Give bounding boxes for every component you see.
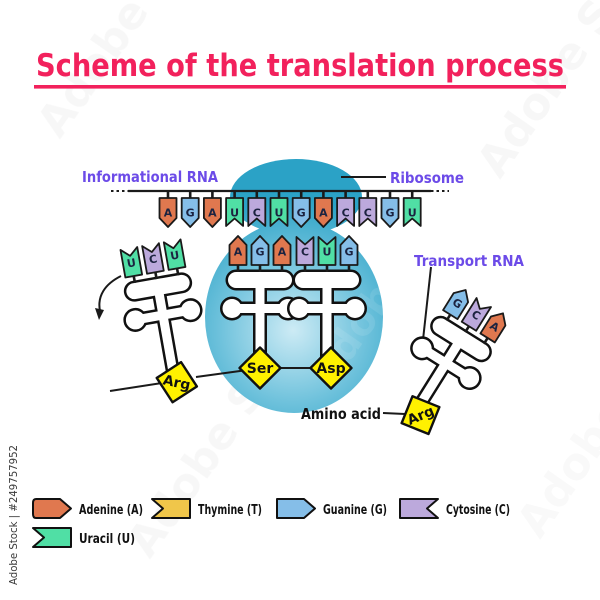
nucleotide-G-pennant: G	[339, 235, 359, 272]
nucleotide-letter: U	[126, 256, 137, 270]
nucleotide-C-pennant: C	[247, 191, 267, 227]
transport-rna-pointer-line	[421, 266, 432, 350]
nucleotide-U-pennant: U	[225, 191, 245, 227]
nucleotide-letter: G	[385, 207, 394, 220]
title-underline	[34, 85, 566, 89]
nucleotide-C-pennant: C	[295, 236, 315, 272]
legend-swatch-U	[32, 527, 72, 548]
peptide-line-exit	[109, 382, 163, 392]
nucleotide-U-pennant: U	[402, 191, 422, 227]
amino-acid-diamond: Ser	[238, 346, 282, 390]
amino-acid-diamond: Asp	[309, 346, 353, 390]
nucleotide-letter: C	[342, 207, 350, 220]
nucleotide-letter: G	[186, 207, 195, 220]
nucleotide-letter: G	[344, 246, 353, 259]
legend-swatch-G	[276, 498, 316, 519]
amino-acid-label: Asp	[316, 361, 345, 377]
nucleotide-letter: C	[364, 207, 372, 220]
nucleotide-A-pennant: A	[313, 191, 333, 228]
legend-label: Thymine (T)	[198, 503, 262, 518]
nucleotide-U-pennant: U	[119, 246, 144, 284]
watermark-text: Adobe Stock	[507, 261, 600, 546]
legend-label: Uracil (U)	[79, 532, 135, 547]
amino-acid-label: Arg	[161, 372, 191, 393]
label-transport-rna: Transport RNA	[414, 252, 524, 270]
nucleotide-A-pennant: A	[272, 235, 292, 272]
nucleotide-U-pennant: U	[317, 236, 337, 272]
trna-body	[287, 269, 367, 373]
nucleotide-letter: A	[234, 246, 243, 259]
side-watermark: Adobe Stock | #249757952	[7, 445, 20, 585]
nucleotide-letter: G	[255, 246, 264, 259]
nucleotide-G-pennant: G	[180, 191, 200, 228]
amino-acid-pointer-line	[382, 412, 406, 415]
legend-item-T: Thymine (T)	[151, 498, 262, 519]
nucleotide-letter: U	[230, 207, 239, 220]
amino-acid-diamond: Arg	[400, 395, 441, 436]
nucleotide-G-pennant: G	[380, 191, 400, 228]
nucleotide-letter: C	[148, 252, 158, 266]
nucleotide-letter: U	[275, 207, 284, 220]
nucleotide-A-pennant: A	[228, 235, 248, 272]
legend-swatch-C	[399, 498, 439, 519]
trna-incoming: GCA Arg	[400, 289, 507, 436]
label-amino-acid: Amino acid	[301, 405, 381, 423]
nucleotide-A-pennant: A	[202, 191, 222, 228]
label-informational-rna: Informational RNA	[82, 168, 218, 186]
amino-acid-diamond: Arg	[155, 360, 199, 404]
nucleotide-G-pennant: G	[250, 235, 270, 272]
nucleotide-G-pennant: G	[291, 191, 311, 228]
nucleotide-letter: A	[164, 207, 173, 220]
nucleotide-C-pennant: C	[141, 242, 165, 280]
legend-label: Cytosine (C)	[446, 503, 510, 518]
nucleotide-C-pennant: C	[460, 297, 492, 333]
nucleotide-letter: C	[301, 246, 309, 259]
nucleotide-A-pennant: A	[479, 312, 507, 345]
nucleotide-letter: A	[208, 207, 217, 220]
amino-acid-label: Ser	[247, 361, 274, 377]
nucleotide-letter: U	[408, 207, 417, 220]
nucleotide-legend: Adenine (A) Thymine (T) Guanine (G) Cytosin…	[32, 498, 510, 548]
exit-arrow	[95, 275, 122, 320]
nucleotide-A-pennant: A	[158, 191, 178, 228]
legend-swatch-T	[151, 498, 191, 519]
page-title: Scheme of the translation process	[36, 48, 564, 84]
legend-label: Adenine (A)	[79, 503, 143, 518]
nucleotide-letter: G	[297, 207, 306, 220]
legend-item-U: Uracil (U)	[32, 527, 135, 548]
nucleotide-letter: U	[323, 246, 332, 259]
legend-item-A: Adenine (A)	[32, 498, 143, 519]
trna-body	[406, 315, 492, 422]
legend-label: Guanine (G)	[323, 503, 387, 518]
nucleotide-letter: C	[253, 207, 261, 220]
trna-body	[123, 272, 203, 380]
nucleotide-letter: U	[169, 248, 180, 262]
legend-item-G: Guanine (G)	[276, 498, 387, 519]
label-ribosome: Ribosome	[390, 169, 464, 187]
nucleotide-G-pennant: G	[442, 289, 469, 322]
legend-item-C: Cytosine (C)	[399, 498, 510, 519]
nucleotide-U-pennant: U	[269, 191, 289, 227]
nucleotide-C-pennant: C	[358, 191, 378, 227]
nucleotide-U-pennant: U	[162, 238, 187, 276]
legend-swatch-A	[32, 498, 72, 519]
nucleotide-C-pennant: C	[336, 191, 356, 227]
nucleotide-letter: A	[319, 207, 328, 220]
nucleotide-letter: A	[278, 246, 287, 259]
